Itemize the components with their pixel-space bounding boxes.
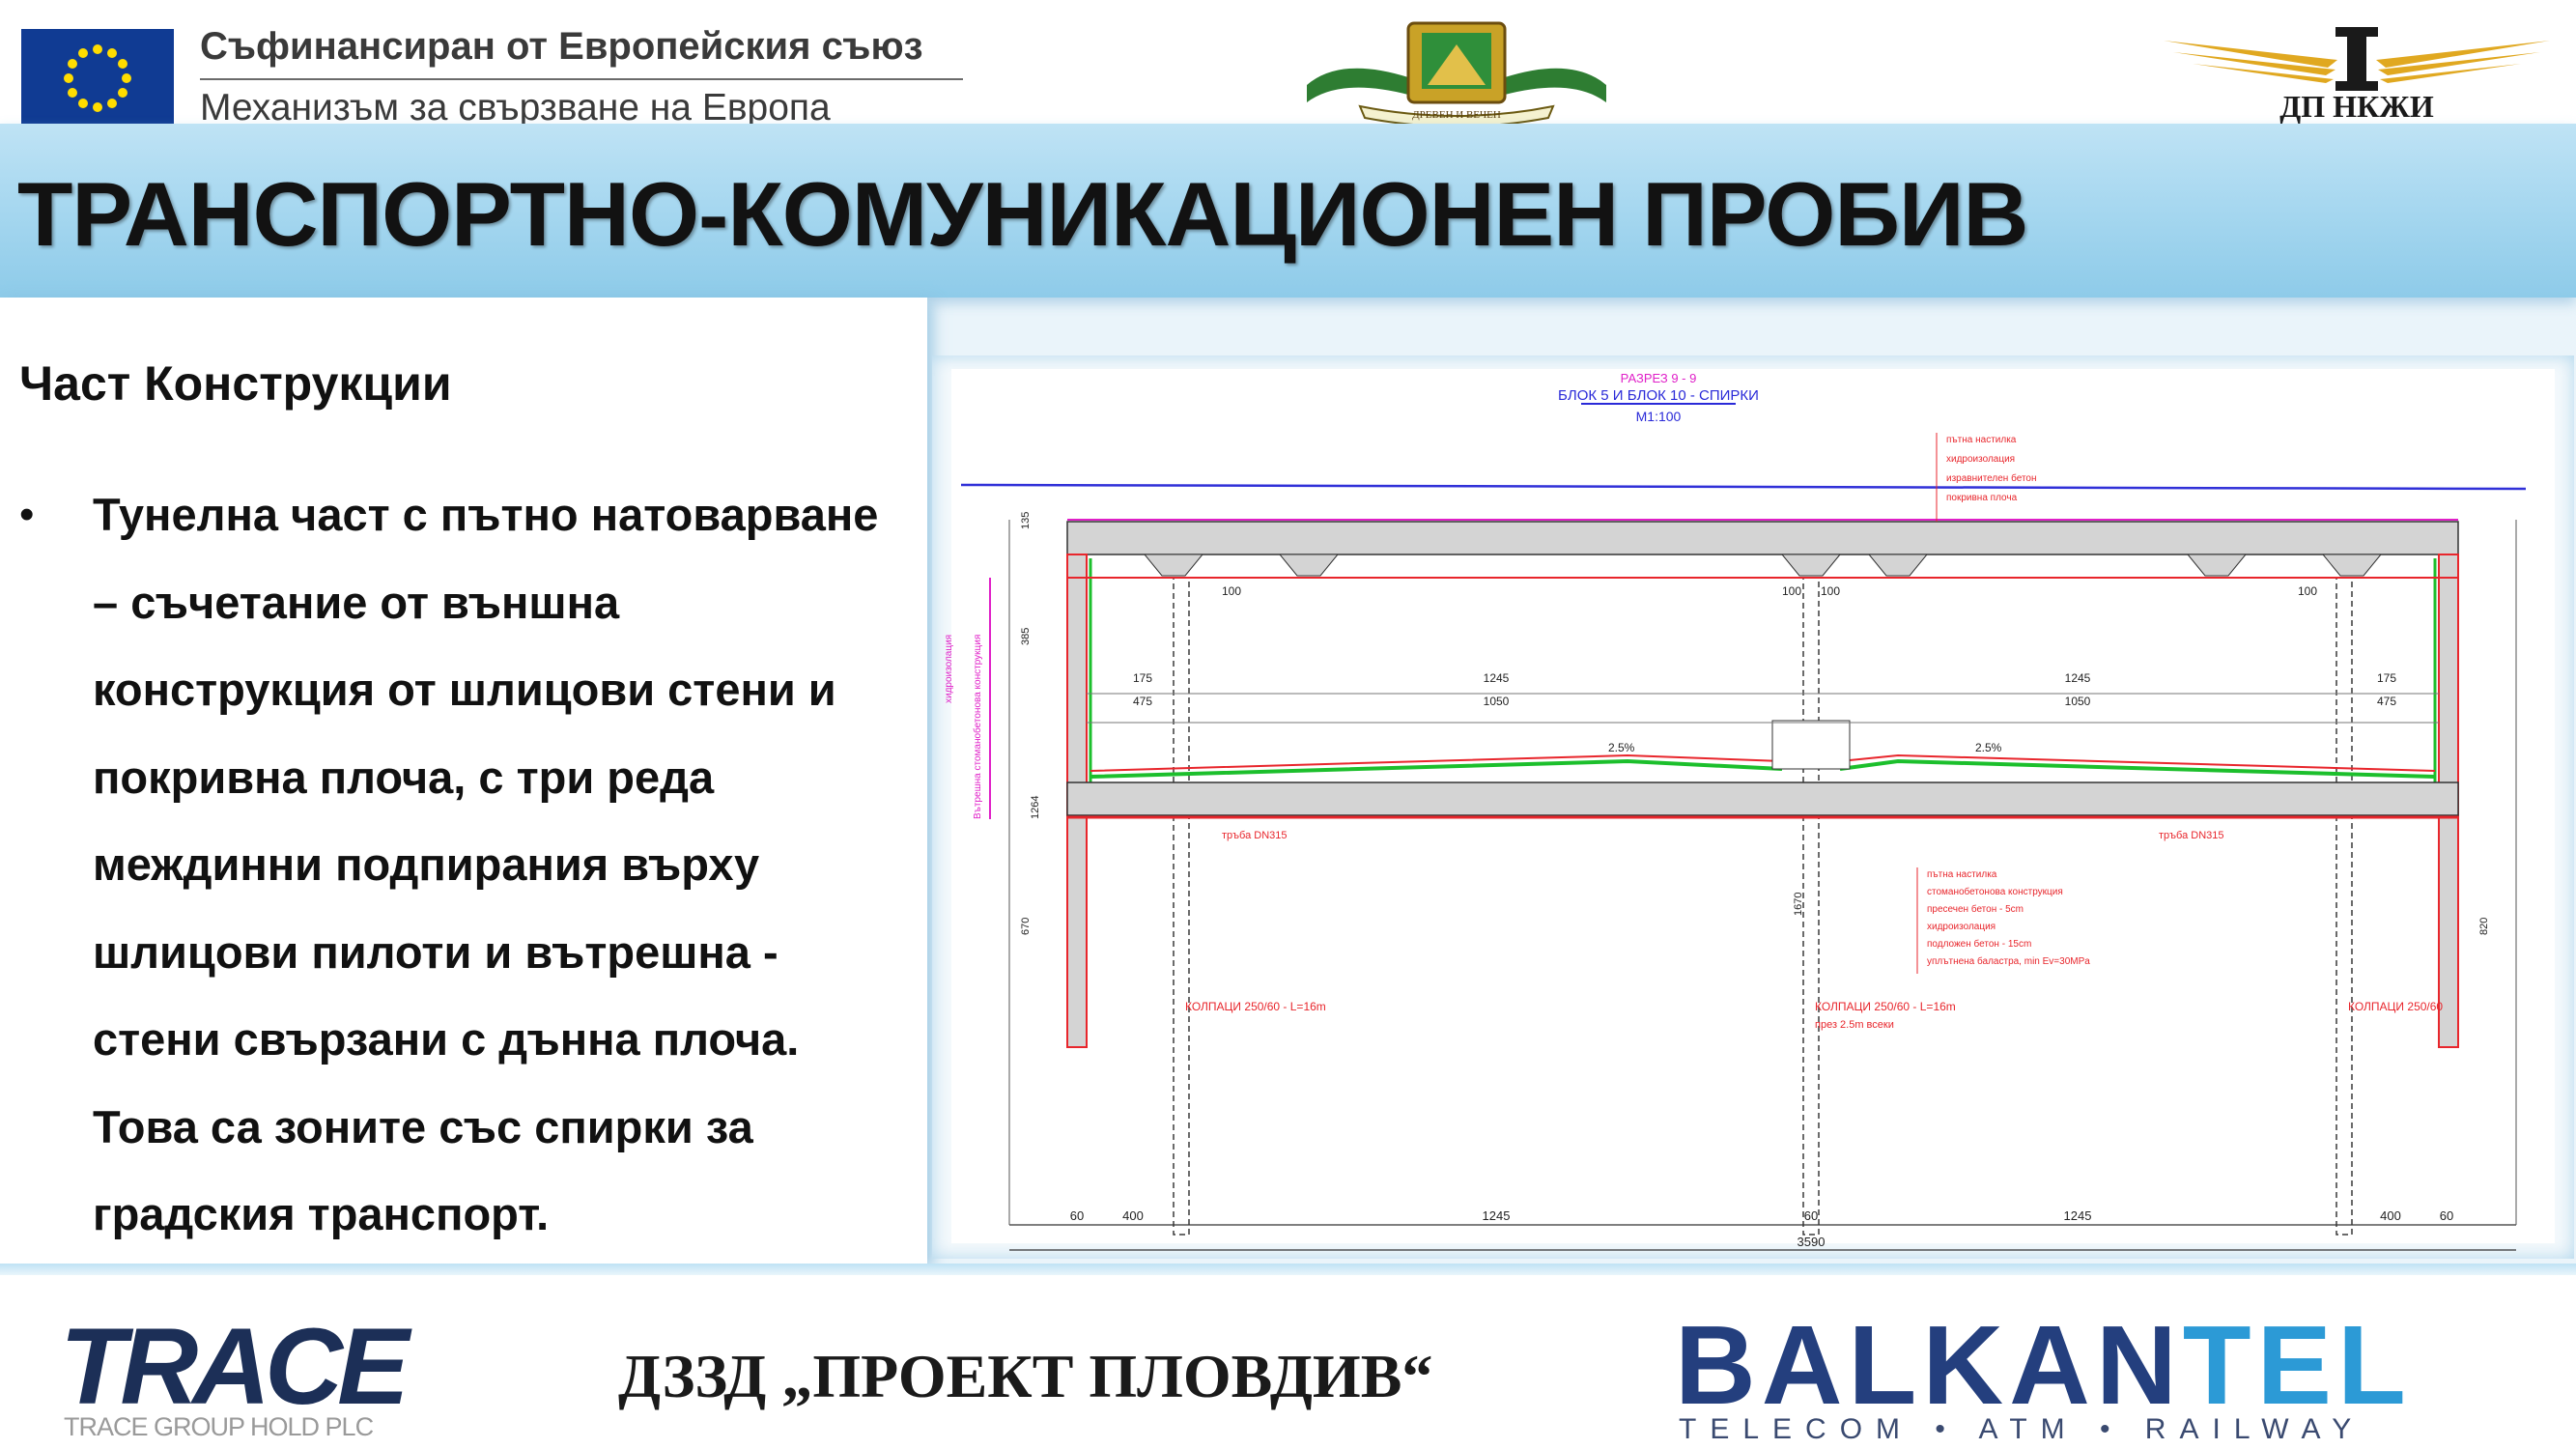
dim-bottom-7: 60 [2440,1208,2453,1223]
header-bar: Съфинансиран от Европейския съюз Механиз… [0,0,2576,128]
dim-col-4: 100 [2298,584,2317,598]
layer-top-2: хидроизолация [1946,454,2015,465]
pipe-label-1: тръба DN315 [1222,830,1288,841]
vdim-5: 1670 [1793,893,1804,916]
balkantel-logo-text: BALKANTEL [1675,1309,2412,1421]
balkantel-part-a: BALKAN [1675,1302,2183,1428]
pile-label-1: КОЛПАЦИ 250/60 - L=16m [1185,1000,1326,1013]
cross-section-drawing: РАЗРЕЗ 9 - 9 БЛОК 5 И БЛОК 10 - СПИРКИ М… [932,355,2574,1259]
dim-total: 3590 [1798,1235,1826,1249]
slope-right: 2.5% [1975,741,2002,754]
vdim-3: 1264 [1030,796,1041,819]
dim-mid-3: 1050 [2065,695,2091,708]
dim-mid-4: 475 [2377,695,2396,708]
text-card: Част Конструкции • Тунелна част с пътно … [0,298,927,1264]
layer-bottom-4: хидроизолация [1927,922,1996,932]
dim-mid-2: 1050 [1484,695,1510,708]
eu-cofinanced-text: Съфинансиран от Европейския съюз [200,25,923,68]
side-label-2: хидроизолация [944,635,954,703]
layer-bottom-1: пътна настилка [1927,869,1997,880]
side-label: Вътрешна стоманобетонова конструкция [972,635,983,819]
layer-top-1: пътна настилка [1946,435,2017,445]
balkantel-part-b: TEL [2182,1302,2412,1428]
dim-upper-1: 175 [1133,671,1152,685]
dim-col-2: 100 [1782,584,1801,598]
trace-logo-text: TRACE [60,1306,410,1427]
dim-col-1: 100 [1222,584,1241,598]
eu-cef-text: Механизъм за свързване на Европа [200,87,831,128]
layer-bottom-3: пресечен бетон - 5cm [1927,903,2024,915]
layer-bottom-6: уплътнена баластра, min Ev=30MPa [1927,955,2090,967]
dim-upper-3: 1245 [2065,671,2091,685]
section-title: Част Конструкции [19,356,452,411]
slope-left: 2.5% [1608,741,1635,754]
balkantel-logo: BALKANTEL TELECOM • ATM • RAILWAY [1675,1309,2544,1445]
pile-label-2: КОЛПАЦИ 250/60 - L=16m [1815,1000,1956,1013]
vdim-6: 820 [2478,918,2490,935]
eu-divider [200,78,963,80]
dim-bottom-4: 60 [1804,1208,1818,1223]
nkzi-label: ДП НКЖИ [2279,89,2434,124]
footer-bar: TRACE TRACE GROUP HOLD PLC ДЗЗД „ПРОЕКТ … [0,1275,2576,1449]
dim-upper-4: 175 [2377,671,2396,685]
dim-bottom-3: 1245 [1483,1208,1511,1223]
drawing-scale: М1:100 [1636,409,1682,424]
bullet-marker: • [19,491,35,538]
drawing-title-1: РАЗРЕЗ 9 - 9 [1621,371,1697,385]
page-title: ТРАНСПОРТНО-КОМУНИКАЦИОНЕН ПРОБИВ [17,163,2028,265]
eu-flag-icon [21,29,174,128]
dim-bottom-6: 400 [2380,1208,2401,1223]
dim-bottom-1: 60 [1070,1208,1084,1223]
trace-logo-subtitle: TRACE GROUP HOLD PLC [64,1412,374,1441]
pipe-label-2: тръба DN315 [2159,830,2224,841]
balkantel-tagline: TELECOM • ATM • RAILWAY [1679,1413,2365,1445]
dim-upper-2: 1245 [1484,671,1510,685]
project-name: ДЗЗД „ПРОЕКТ ПЛОВДИВ“ [618,1342,1433,1410]
layer-top-3: изравнителен бетон [1946,472,2037,484]
layer-bottom-5: подложен бетон - 15cm [1927,938,2031,950]
layer-top-4: покривна плоча [1946,493,2018,503]
nkzi-logo: ДП НКЖИ [2164,21,2550,128]
dim-bottom-5: 1245 [2064,1208,2092,1223]
crest-motto: ДРЕВЕН И ВЕЧЕН [1412,109,1501,121]
title-band: ТРАНСПОРТНО-КОМУНИКАЦИОНЕН ПРОБИВ [0,124,2576,298]
vdim-2: 385 [1020,628,1032,645]
pile-label-3: КОЛПАЦИ 250/60 [2348,1000,2443,1013]
vdim-4: 670 [1020,918,1032,935]
drawing-title-2: БЛОК 5 И БЛОК 10 - СПИРКИ [1558,387,1759,404]
plovdiv-crest-logo: ДРЕВЕН И ВЕЧЕН [1302,17,1611,128]
trace-logo: TRACE TRACE GROUP HOLD PLC [60,1304,410,1441]
pile-note: през 2.5m всеки [1815,1019,1894,1031]
layer-bottom-2: стоманобетонова конструкция [1927,886,2063,897]
vdim-1: 135 [1020,512,1032,529]
dim-bottom-2: 400 [1122,1208,1144,1223]
dim-mid-1: 475 [1133,695,1152,708]
dim-col-3: 100 [1821,584,1840,598]
drawing-svg: РАЗРЕЗ 9 - 9 БЛОК 5 И БЛОК 10 - СПИРКИ М… [944,371,2527,1251]
eu-funding-logo: Съфинансиран от Европейския съюз Механиз… [21,25,997,131]
bullet-text: Тунелна част с пътно натоварване – съчет… [93,489,879,1239]
